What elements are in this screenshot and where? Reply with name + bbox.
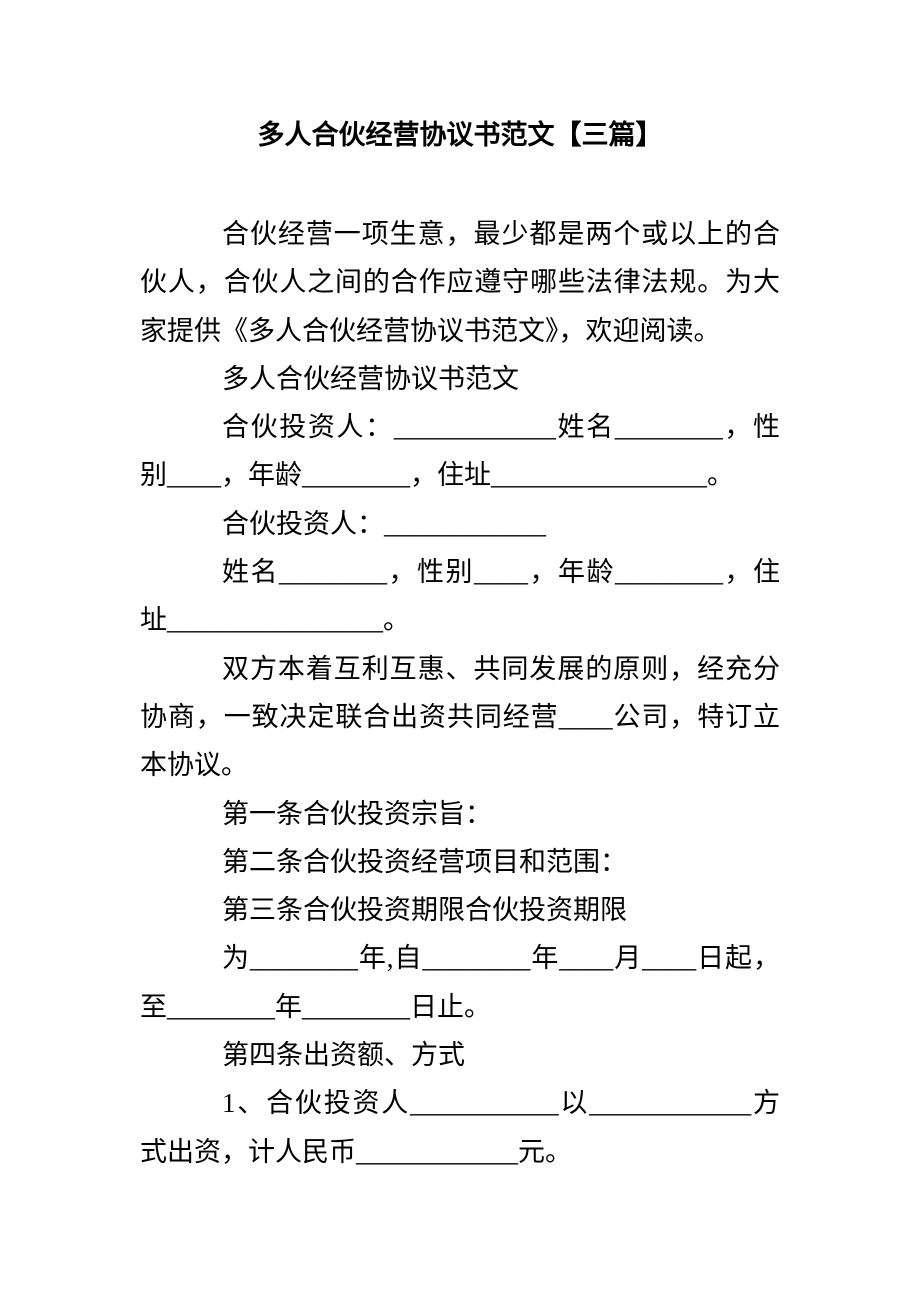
document-body: 合伙经营一项生意，最少都是两个或以上的合 伙人，合伙人之间的合作应遵守哪些法律法… bbox=[140, 210, 780, 1176]
text-line: 家提供《多人合伙经营协议书范文》，欢迎阅读。 bbox=[140, 315, 721, 346]
text-line: 合伙投资人：____________姓名________，性 bbox=[222, 412, 780, 443]
article-heading: 第三条合伙投资期限合伙投资期限 bbox=[222, 895, 627, 926]
text-line: 姓名________，性别____，年龄________，住 bbox=[222, 557, 780, 588]
text-line: 合伙经营一项生意，最少都是两个或以上的合 bbox=[222, 219, 780, 249]
text-line: 本协议。 bbox=[140, 750, 248, 781]
text-line: 双方本着互利互惠、共同发展的原则，经充分 bbox=[222, 653, 780, 684]
article-heading: 第二条合伙投资经营项目和范围： bbox=[222, 846, 627, 877]
article-heading: 第一条合伙投资宗旨： bbox=[222, 798, 492, 829]
text-line: 式出资，计人民币____________元。 bbox=[140, 1136, 572, 1167]
article-heading: 第四条出资额、方式 bbox=[222, 1040, 465, 1071]
section-heading: 多人合伙经营协议书范文 bbox=[222, 363, 519, 394]
text-line: 1、合伙投资人___________以____________方 bbox=[222, 1088, 780, 1119]
text-line: 至________年________日止。 bbox=[140, 991, 491, 1022]
text-line: 合伙投资人：____________ bbox=[222, 508, 546, 539]
text-line: 为________年,自________年____月____日起， bbox=[222, 943, 780, 974]
document-title: 多人合伙经营协议书范文【三篇】 bbox=[257, 120, 663, 150]
text-line: 别____，年龄________，住址________________。 bbox=[140, 460, 734, 491]
text-line: 协商，一致决定联合出资共同经营____公司，特订立 bbox=[140, 701, 780, 732]
text-line: 址________________。 bbox=[140, 605, 410, 636]
text-line: 伙人，合伙人之间的合作应遵守哪些法律法规。为大 bbox=[140, 267, 780, 298]
